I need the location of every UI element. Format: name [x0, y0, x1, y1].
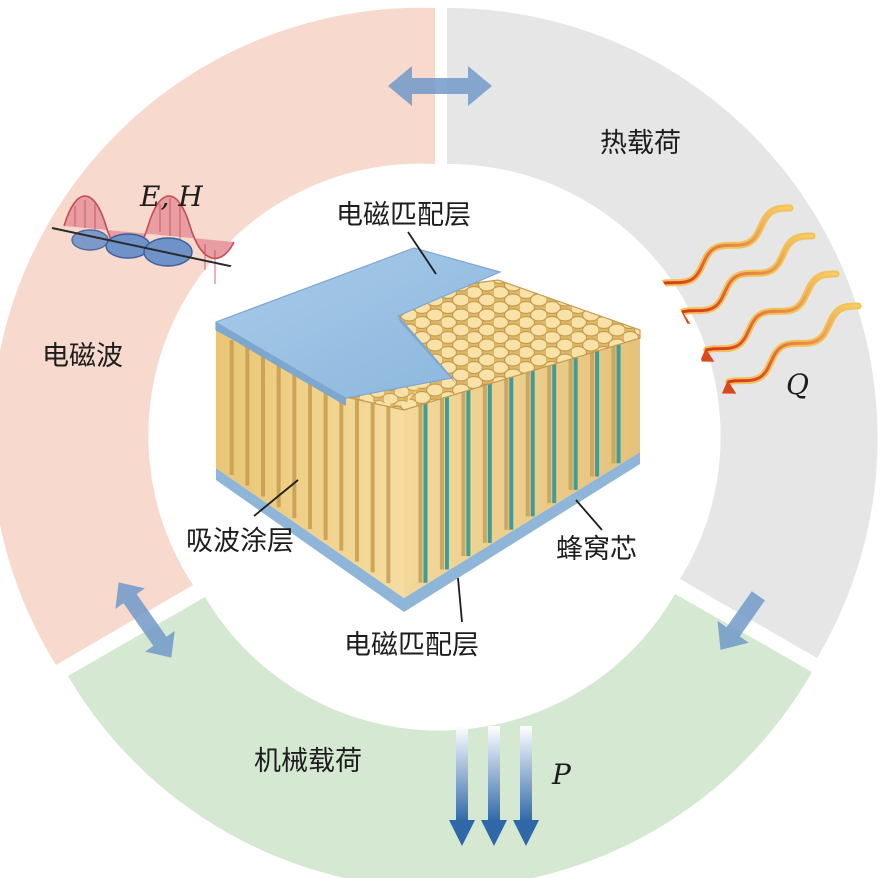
force-arrowhead	[481, 820, 507, 846]
absorbing-coating-label: 吸波涂层	[186, 526, 294, 557]
double-arrow-icon	[115, 582, 175, 658]
em-wave-icon	[51, 195, 262, 284]
leader-top-matching	[407, 231, 437, 275]
double-arrow-icon	[388, 66, 492, 106]
top-matching-layer-label: 电磁匹配层	[336, 200, 471, 231]
mechanical-load-sector	[68, 594, 812, 878]
heat-wave-arrowhead	[721, 380, 737, 394]
heat-wave-icon	[653, 204, 862, 394]
force-arrow-shaft	[488, 726, 500, 822]
heat-wave-arrowhead	[699, 348, 715, 362]
leader-lines	[253, 231, 603, 623]
force-arrow-shaft	[456, 726, 468, 822]
heat-flux-label: Q	[786, 368, 809, 401]
leader-bottom-matching	[457, 577, 463, 623]
bottom-matching-layer	[216, 452, 640, 612]
thermal-load-label: 热载荷	[600, 128, 681, 159]
force-label: P	[551, 758, 572, 791]
thermal-load-sector	[447, 7, 878, 659]
honeycomb-core-label: 蜂窝芯	[556, 534, 637, 565]
leader-honeycomb-core	[575, 499, 603, 531]
leader-absorbing-coating	[253, 479, 299, 517]
honeycomb-sandwich-panel	[215, 247, 641, 612]
mechanical-load-label: 机械载荷	[254, 746, 362, 777]
force-arrowhead	[449, 820, 475, 846]
arrow-icon	[717, 591, 765, 650]
em-fields-label: E, H	[139, 180, 203, 213]
em-wave-sector	[0, 7, 435, 665]
bottom-matching-layer-label: 电磁匹配层	[344, 630, 479, 661]
force-arrowhead	[513, 820, 539, 846]
outer-ring	[0, 7, 878, 878]
force-arrow-icon	[449, 726, 539, 846]
em-wave-label: 电磁波	[42, 341, 123, 372]
force-arrow-shaft	[520, 726, 532, 822]
